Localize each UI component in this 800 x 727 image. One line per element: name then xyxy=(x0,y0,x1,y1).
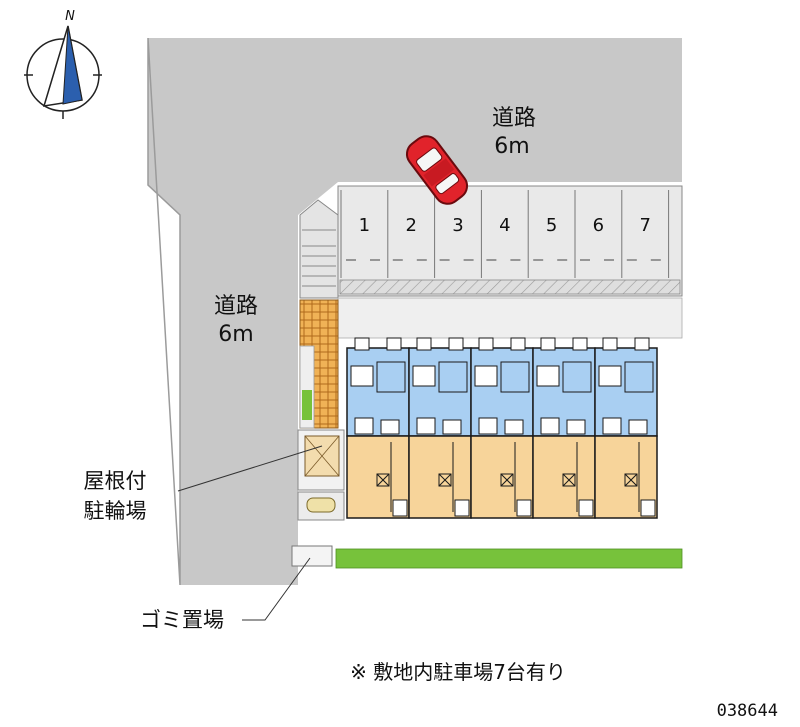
grass-patch-small xyxy=(302,390,312,420)
apartment-unit xyxy=(408,337,472,519)
entrance-steps xyxy=(299,199,339,299)
parking-stall-number: 5 xyxy=(546,215,557,236)
parking-stall: 7 xyxy=(621,190,664,278)
parking-stall-number: 4 xyxy=(499,215,510,236)
road-edge-line xyxy=(147,37,181,586)
north-arrow-icon xyxy=(24,25,102,119)
parking-stall: 2 xyxy=(387,190,430,278)
parking-stall-number: 7 xyxy=(639,215,650,236)
hatched-band xyxy=(339,279,681,295)
road-top-width: 6m xyxy=(494,134,529,159)
parking-stall-number: 3 xyxy=(452,215,463,236)
road-left-width: 6m xyxy=(218,322,253,347)
parking-stall: 4 xyxy=(480,190,524,278)
road-top-name: 道路 xyxy=(492,106,536,131)
car-icon xyxy=(405,135,469,205)
bicycle-parking-label-2: 駐輪場 xyxy=(84,499,147,523)
garbage-area xyxy=(291,545,333,567)
property-code: 038644 xyxy=(717,701,778,721)
parking-stall: 1 xyxy=(340,190,383,278)
garbage-area-label: ゴミ置場 xyxy=(140,608,224,632)
parking-stall-number: 6 xyxy=(593,215,604,236)
north-label: N xyxy=(65,9,75,24)
approach-area xyxy=(337,297,683,339)
parking-stall-number: 2 xyxy=(405,215,416,236)
parking-stalls: 1 2 3 4 5 6 7 xyxy=(340,190,670,278)
road-surface xyxy=(148,38,682,585)
parking-stall: 6 xyxy=(574,190,617,278)
parking-note: ※ 敷地内駐車場7台有り xyxy=(350,660,566,684)
garbage-callout-line xyxy=(242,557,311,621)
covered-bicycle-parking xyxy=(297,429,345,521)
apartment-unit xyxy=(470,337,534,519)
bicycle-callout-line xyxy=(177,445,323,492)
apartment-building xyxy=(346,337,658,519)
grass-strip xyxy=(335,548,683,569)
parking-lot xyxy=(337,185,683,297)
parking-stall-number: 1 xyxy=(359,215,370,236)
road-left-name: 道路 xyxy=(214,294,258,319)
apartment-unit xyxy=(346,337,410,519)
apartment-unit xyxy=(532,337,596,519)
parking-stall: 5 xyxy=(527,190,570,278)
parking-stall: 3 xyxy=(434,190,477,278)
bicycle-parking-label-1: 屋根付 xyxy=(84,469,147,493)
apartment-unit xyxy=(594,337,658,519)
